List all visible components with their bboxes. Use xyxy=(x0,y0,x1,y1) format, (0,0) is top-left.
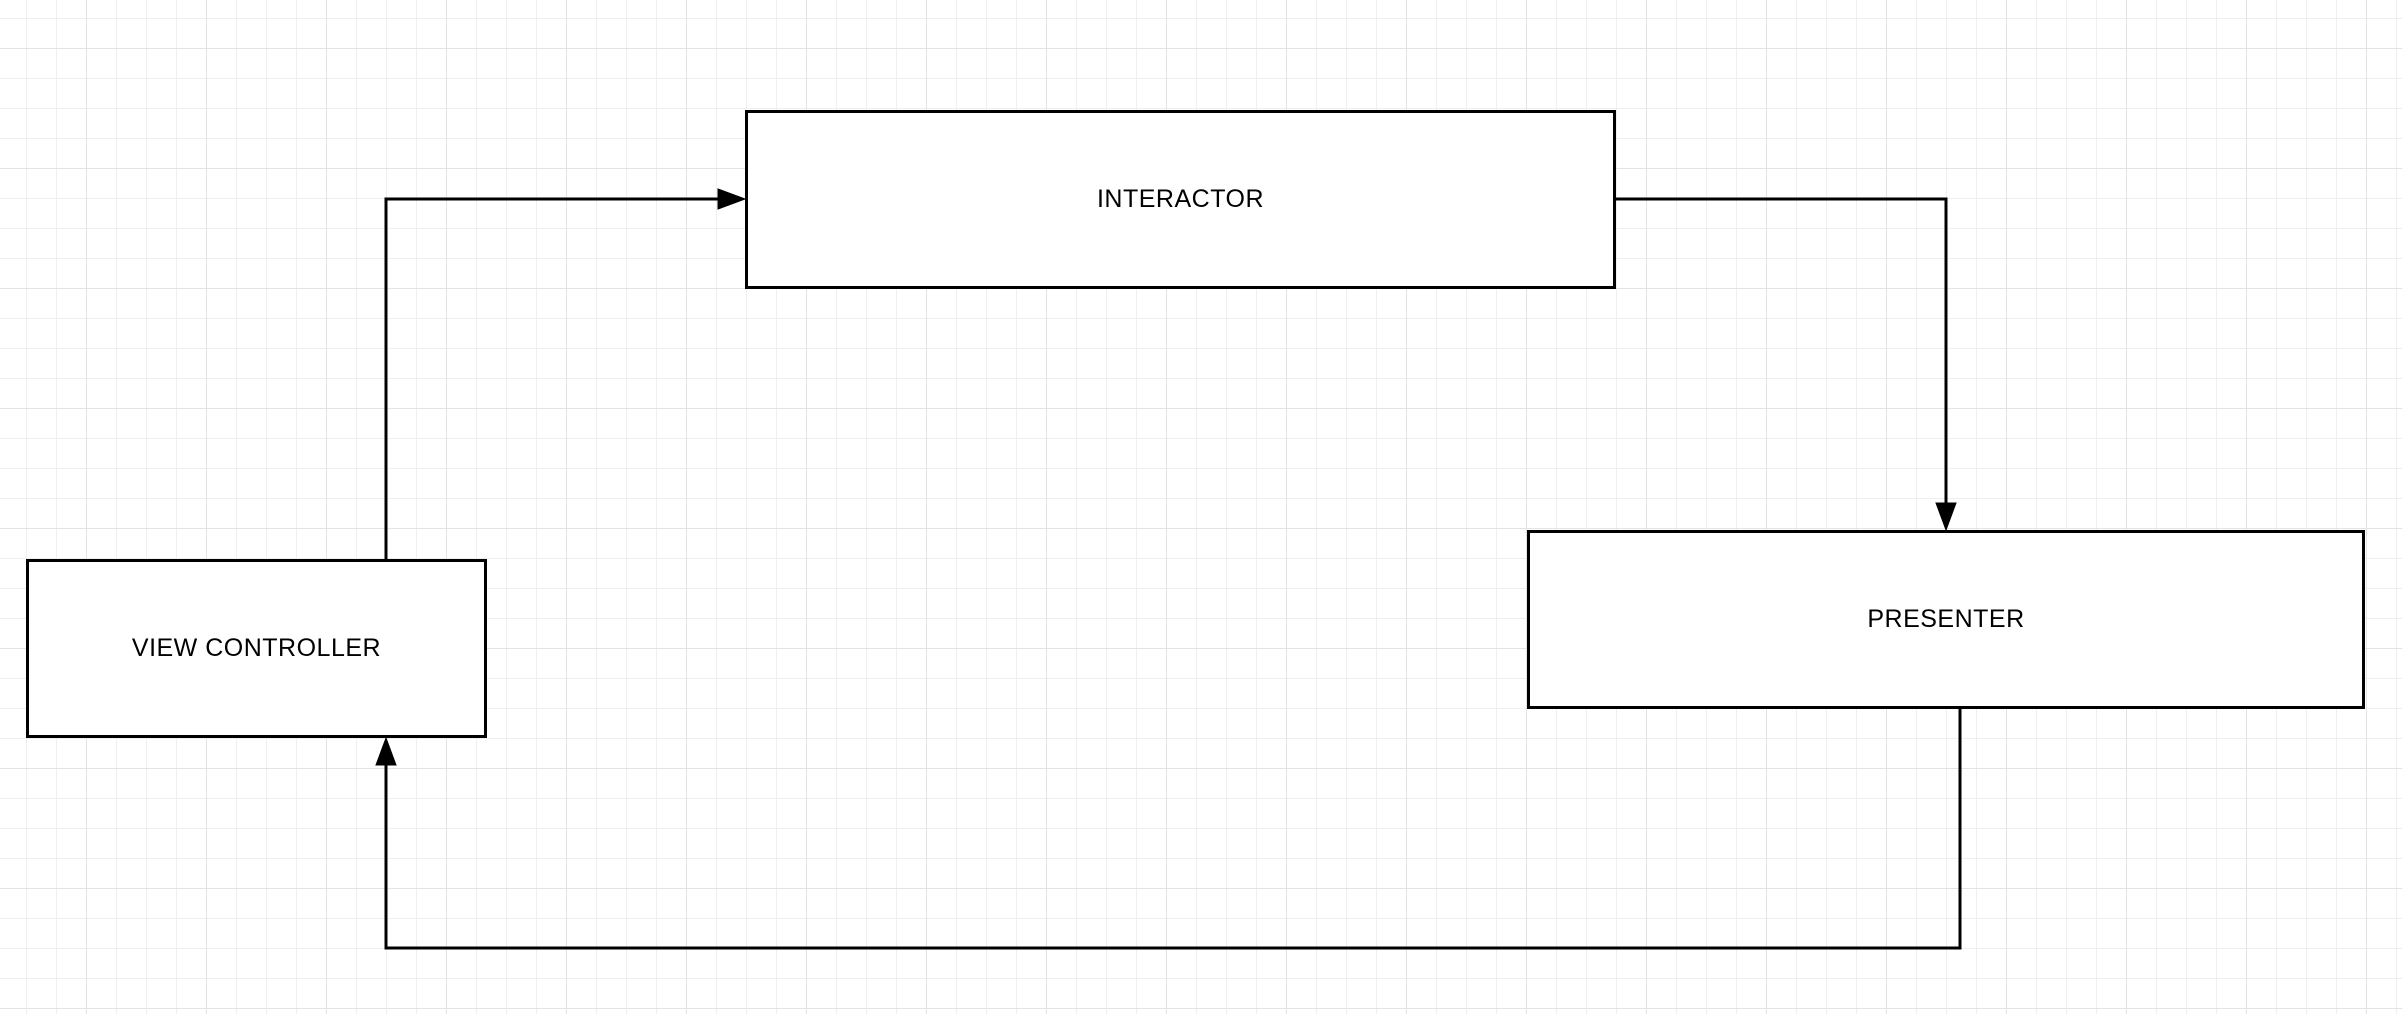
node-presenter[interactable]: PRESENTER xyxy=(1527,530,2365,709)
edge-view-controller-to-interactor xyxy=(384,188,747,559)
edge-presenter-to-view-controller xyxy=(375,709,1962,950)
node-view-controller[interactable]: VIEW CONTROLLER xyxy=(26,559,487,738)
arrowhead-into-presenter xyxy=(1935,502,1957,532)
edge-interactor-to-presenter xyxy=(1616,197,1957,532)
node-view-controller-label: VIEW CONTROLLER xyxy=(131,634,382,662)
node-interactor-label: INTERACTOR xyxy=(1096,185,1265,213)
arrowhead-into-interactor xyxy=(717,188,747,210)
arrowhead-into-view-controller xyxy=(375,736,397,766)
node-interactor[interactable]: INTERACTOR xyxy=(745,110,1616,289)
node-presenter-label: PRESENTER xyxy=(1867,605,2025,633)
